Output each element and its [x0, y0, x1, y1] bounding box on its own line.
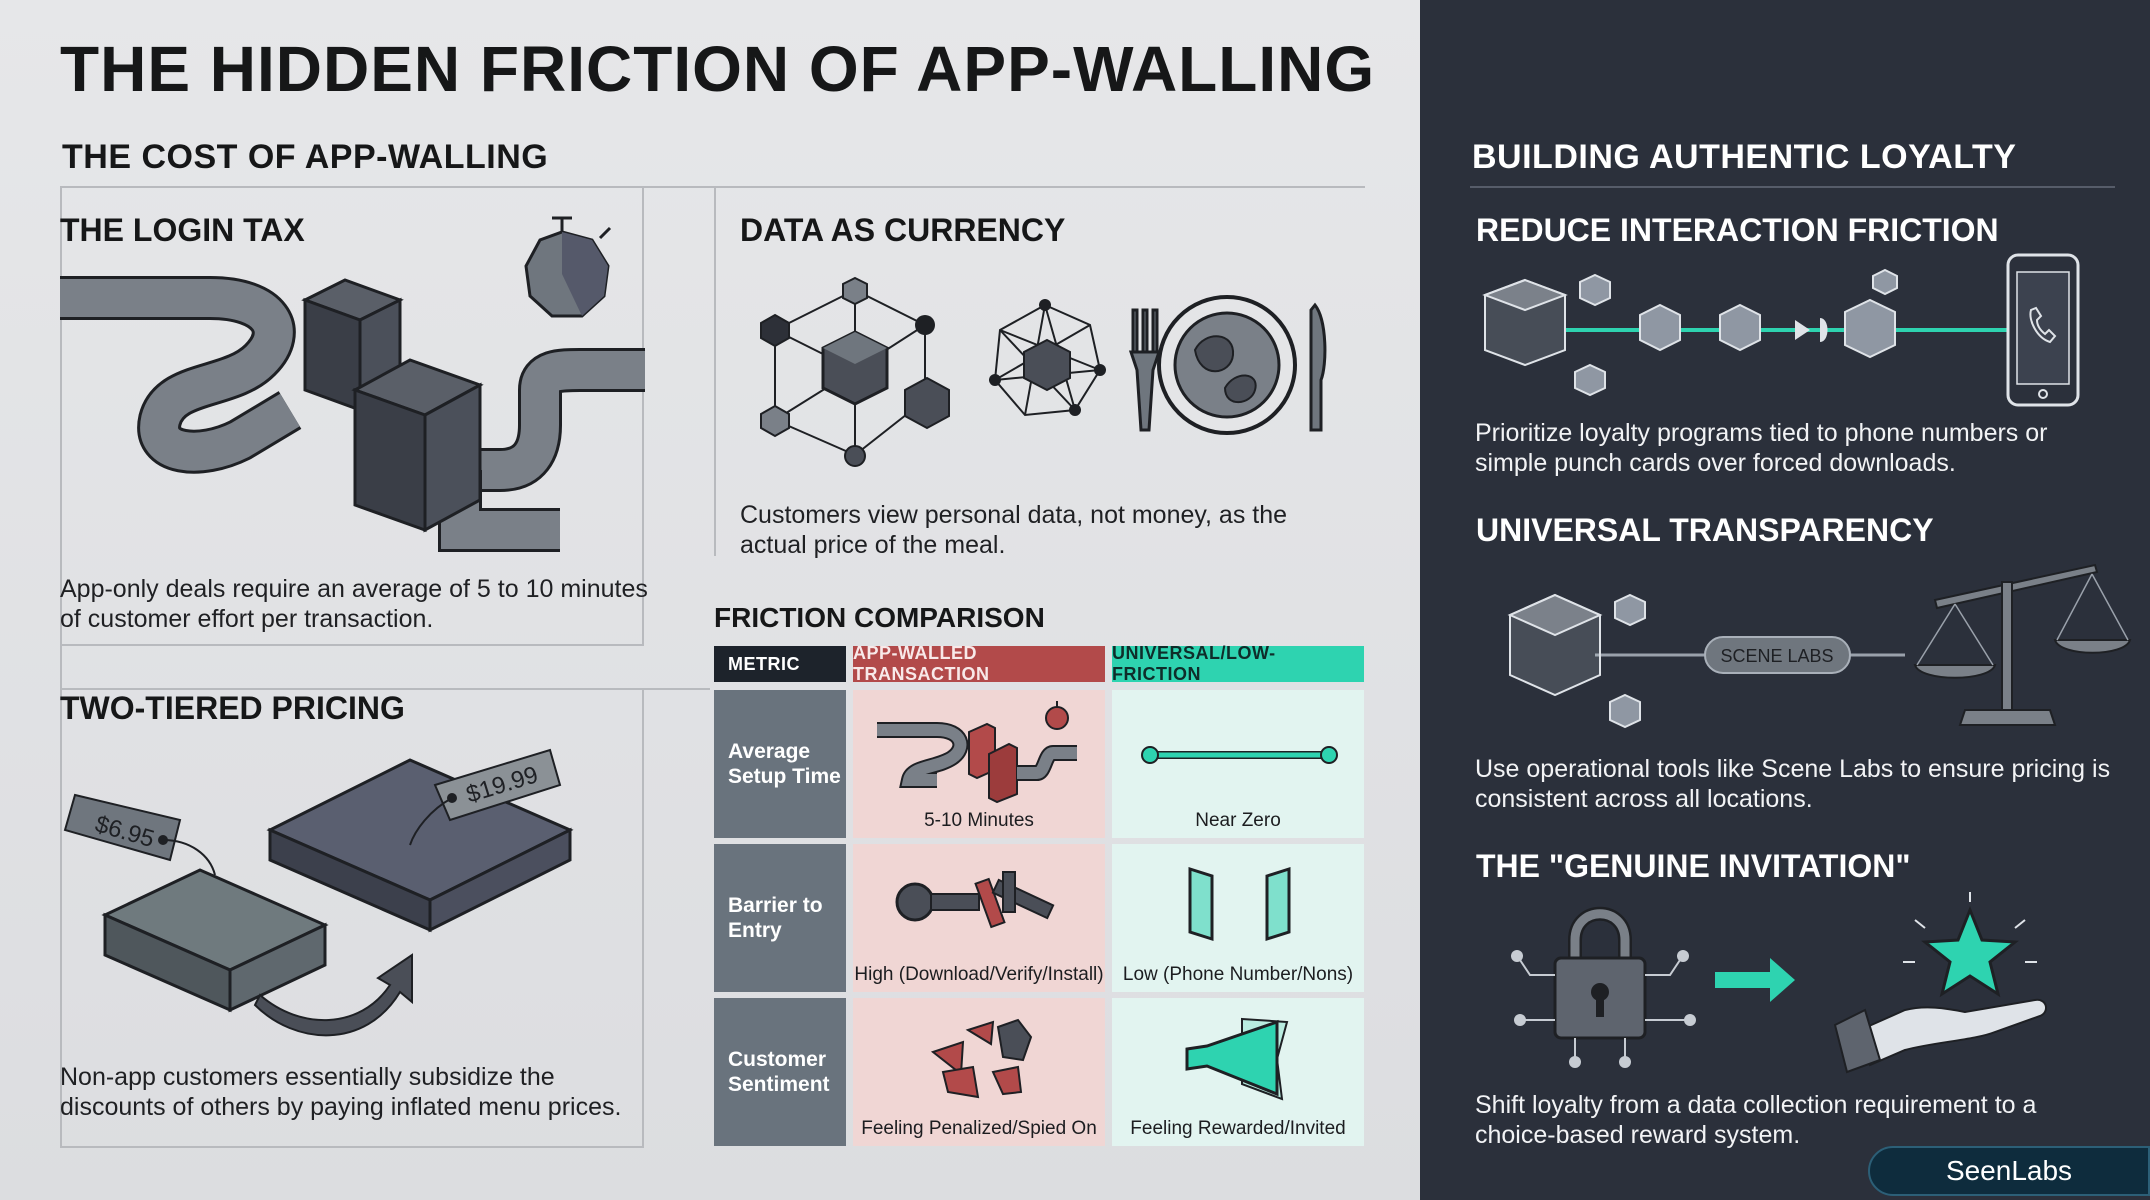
open-hand-icon	[1833, 998, 2047, 1074]
reduce-friction-text: Prioritize loyalty programs tied to phon…	[1475, 419, 2048, 477]
login-tax-title: THE LOGIN TAX	[60, 212, 305, 248]
genuine-invitation-title: THE "GENUINE INVITATION"	[1476, 848, 1911, 884]
divider	[60, 186, 62, 1146]
metric-barrier: Barrier to Entry	[714, 844, 846, 992]
balance-scale-icon	[1913, 563, 2132, 726]
star-icon	[1903, 892, 2037, 998]
divider	[60, 186, 1365, 188]
cubes-to-phone-illustration	[1482, 253, 2080, 407]
two-tier-text: Non-app customers essentially subsidize …	[60, 1063, 622, 1121]
knife-icon	[1309, 302, 1327, 432]
divider	[60, 688, 710, 690]
cell-app-setup-text: 5-10 Minutes	[924, 810, 1034, 831]
straight-line-icon	[1141, 746, 1338, 764]
curved-arrow-icon	[253, 953, 413, 1037]
broken-key-icon	[895, 871, 1055, 929]
cell-app-setup: 5-10 Minutes	[853, 690, 1105, 838]
left-panel: THE HIDDEN FRICTION OF APP-WALLING THE C…	[0, 0, 1420, 1200]
price-tag-high-icon	[409, 748, 562, 846]
scene-labs-label: SCENE LABS	[1720, 646, 1833, 666]
reduce-friction-title: REDUCE INTERACTION FRICTION	[1476, 212, 1999, 248]
fork-icon	[1128, 308, 1162, 432]
two-tier-title: TWO-TIERED PRICING	[60, 690, 405, 726]
shattered-shapes-icon	[930, 1018, 1033, 1099]
data-currency-text: Customers view personal data, not money,…	[740, 501, 1288, 559]
megaphone-icon	[1185, 1017, 1289, 1101]
divider	[642, 688, 644, 1148]
cell-app-sentiment-text: Feeling Penalized/Spied On	[861, 1118, 1097, 1139]
pricing-slabs-illustration: $19.99 $6.95	[63, 748, 574, 1037]
scale-illustration: SCENE LABS	[1507, 563, 2132, 729]
data-network-illustration	[760, 276, 1327, 467]
divider	[714, 186, 716, 556]
section-title-loyalty: BUILDING AUTHENTIC LOYALTY	[1472, 138, 2017, 176]
price-tag-low-icon	[63, 793, 216, 876]
cell-universal-barrier: Low (Phone Number/Nons)	[1112, 844, 1364, 992]
cell-app-barrier-text: High (Download/Verify/Install)	[854, 964, 1104, 985]
phone-icon	[2006, 253, 2080, 407]
cell-app-sentiment: Feeling Penalized/Spied On	[853, 998, 1105, 1146]
section-title-cost: THE COST OF APP-WALLING	[62, 138, 549, 176]
cell-universal-setup: Near Zero	[1112, 690, 1364, 838]
cell-universal-sentiment-text: Feeling Rewarded/Invited	[1130, 1118, 1346, 1139]
cell-universal-setup-text: Near Zero	[1195, 810, 1281, 831]
header-universal: UNIVERSAL/LOW-FRICTION	[1112, 643, 1364, 684]
open-doors-icon	[1188, 866, 1291, 942]
cell-universal-sentiment: Feeling Rewarded/Invited	[1112, 998, 1364, 1146]
genuine-invitation-text: Shift loyalty from a data collection req…	[1475, 1091, 2037, 1149]
scene-labs-pill	[1704, 636, 1851, 674]
metric-sentiment: Customer Sentiment	[714, 998, 846, 1146]
brand-badge[interactable]: SeenLabs	[1868, 1146, 2150, 1196]
login-tax-text: App-only deals require an average of 5 t…	[60, 575, 648, 633]
comparison-title: FRICTION COMPARISON	[714, 602, 1045, 633]
divider	[60, 644, 642, 646]
cell-universal-barrier-text: Low (Phone Number/Nons)	[1122, 964, 1354, 985]
divider	[642, 186, 644, 646]
header-app-walled: APP-WALLED TRANSACTION	[853, 643, 1105, 684]
divider	[1470, 186, 2115, 188]
transparency-title: UNIVERSAL TRANSPARENCY	[1476, 512, 1934, 548]
winding-path-illustration	[60, 216, 645, 552]
data-currency-title: DATA AS CURRENCY	[740, 212, 1066, 248]
header-metric: METRIC	[714, 646, 846, 682]
lock-to-star-illustration	[1511, 892, 2047, 1074]
right-panel: BUILDING AUTHENTIC LOYALTY REDUCE INTERA…	[1420, 0, 2150, 1200]
divider	[60, 1146, 642, 1148]
cell-app-barrier: High (Download/Verify/Install)	[853, 844, 1105, 992]
plate-icon	[1157, 295, 1297, 435]
metric-setup-time: Average Setup Time	[714, 690, 846, 838]
page-title: THE HIDDEN FRICTION OF APP-WALLING	[60, 33, 1376, 105]
padlock-icon	[1553, 906, 1647, 1040]
stopwatch-icon	[524, 216, 612, 318]
winding-path-red-icon	[877, 701, 1077, 804]
teal-arrow-icon	[1715, 958, 1795, 1002]
transparency-text: Use operational tools like Scene Labs to…	[1475, 755, 2111, 813]
